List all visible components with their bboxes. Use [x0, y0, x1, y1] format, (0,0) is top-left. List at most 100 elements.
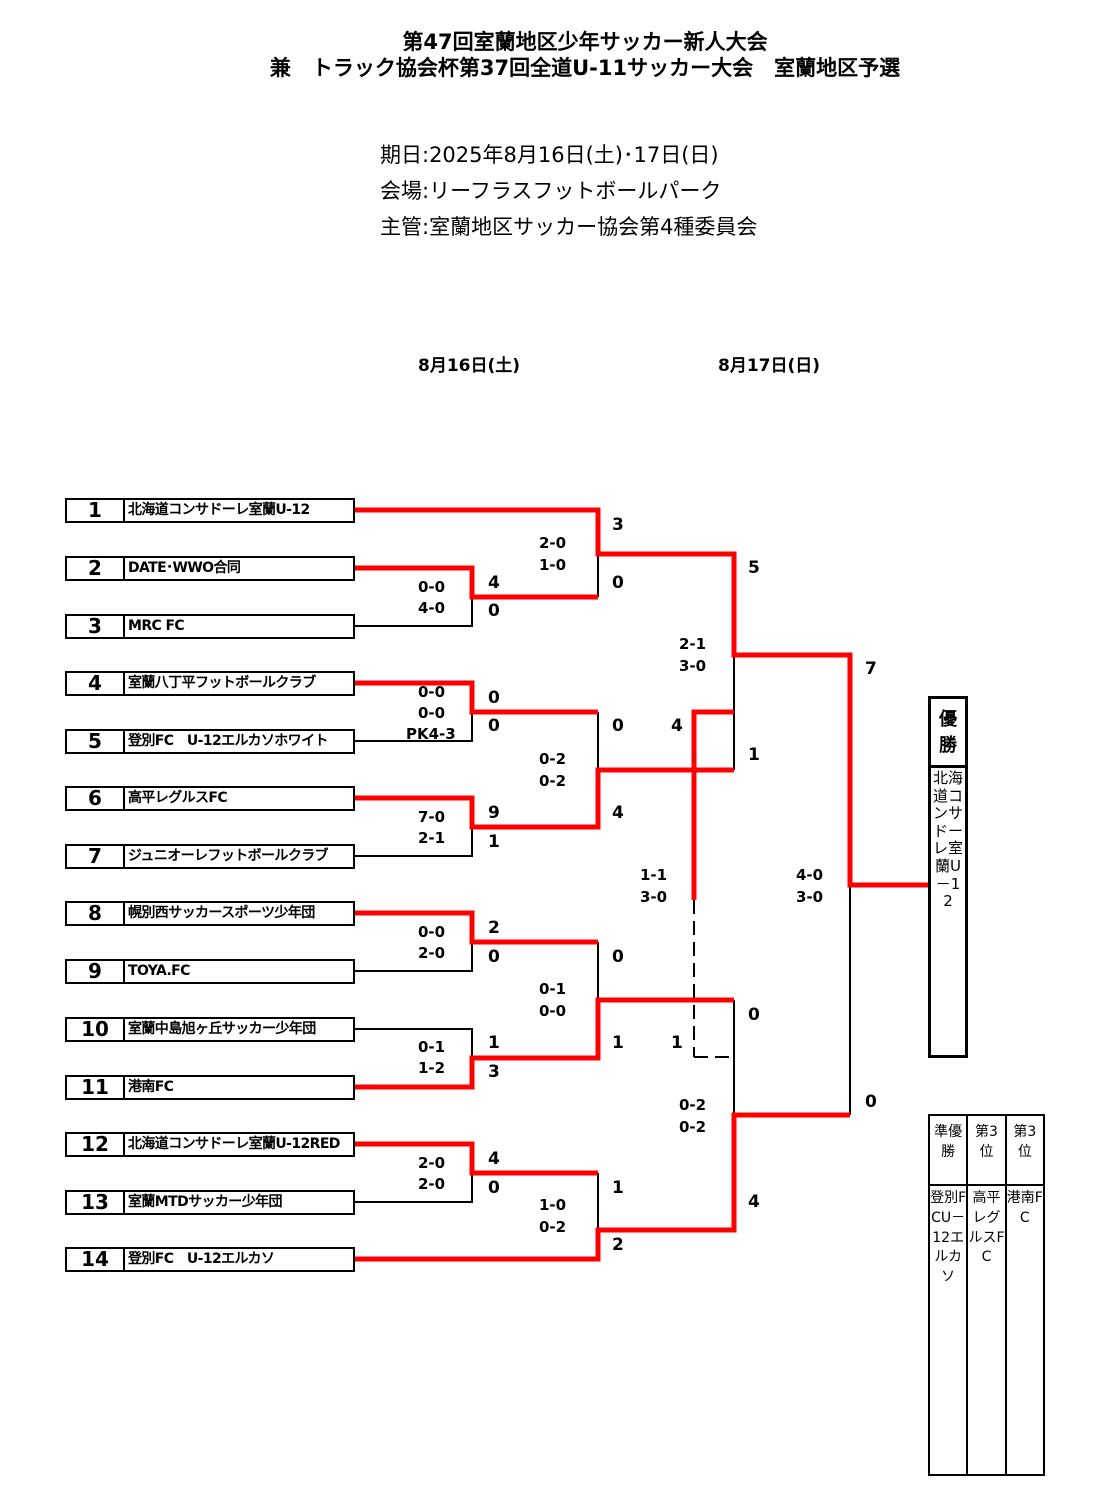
total-score: 2: [612, 1235, 624, 1255]
result-column: 第3位 高平レグルスFC: [968, 1116, 1007, 1474]
team-name: 北海道コンサドーレ室蘭U-12: [128, 502, 310, 518]
team-number: 9: [67, 961, 125, 982]
total-score: 7: [865, 659, 877, 679]
team-name: TOYA.FC: [128, 963, 190, 979]
half-score: 1-0: [539, 556, 567, 574]
total-score: 0: [488, 1178, 500, 1198]
result-team: 高平レグルスFC: [968, 1190, 1005, 1266]
half-score: 2-1: [679, 635, 707, 653]
half-score: 3-0: [679, 657, 707, 675]
results-table: 準優勝 登別FCU－12エルカソ 第3位 高平レグルスFC 第3位 港南FC: [928, 1114, 1045, 1476]
half-score: 2-0: [418, 1154, 446, 1172]
team-number: 6: [67, 788, 125, 809]
total-score: 1: [488, 832, 500, 852]
team-name: 登別FC U-12エルカソ: [128, 1251, 275, 1267]
half-score: 0-2: [539, 750, 567, 768]
total-score: 1: [671, 1033, 683, 1053]
half-score: 2-1: [418, 829, 446, 847]
total-score: 1: [612, 1178, 624, 1198]
total-score: 2: [488, 918, 500, 938]
half-score: 0-0: [418, 923, 446, 941]
result-label: 第3位: [968, 1116, 1005, 1186]
title-line-1: 第47回室蘭地区少年サッカー新人大会: [402, 30, 768, 54]
total-score: 0: [612, 573, 624, 593]
result-column: 第3位 港南FC: [1006, 1116, 1043, 1474]
total-score: 0: [612, 716, 624, 736]
total-score: 1: [612, 1033, 624, 1053]
total-score: 4: [488, 573, 500, 593]
total-score: 0: [612, 947, 624, 967]
half-score: 0-1: [539, 980, 567, 998]
result-label: 準優勝: [930, 1116, 967, 1186]
half-score: 7-0: [418, 808, 446, 826]
half-score: 0-2: [679, 1096, 707, 1114]
team-name: 港南FC: [128, 1079, 174, 1095]
champion-team: 北海道コンサドーレ室蘭U－12: [928, 766, 968, 1058]
half-score: 2-0: [539, 534, 567, 552]
half-score: 0-1: [418, 1038, 446, 1056]
team-number: 8: [67, 903, 125, 924]
total-score: 4: [748, 1192, 760, 1212]
team-name: ジュニオーレフットボールクラブ: [128, 848, 329, 864]
half-score: 1-0: [539, 1196, 567, 1214]
half-score: 2-0: [418, 1175, 446, 1193]
total-score: 1: [488, 1033, 500, 1053]
total-score: 0: [488, 716, 500, 736]
total-score: 0: [488, 688, 500, 708]
team-name: 幌別西サッカースポーツ少年団: [128, 905, 315, 921]
total-score: 3: [488, 1062, 500, 1082]
total-score: 4: [671, 716, 683, 736]
total-score: 1: [748, 745, 760, 765]
result-team: 港南FC: [1006, 1190, 1043, 1226]
team-name: 北海道コンサドーレ室蘭U-12RED: [128, 1136, 340, 1152]
team-number: 13: [67, 1192, 125, 1213]
half-score: 2-0: [418, 944, 446, 962]
venue-line: 会場:リーフラスフットボールパーク: [380, 179, 722, 203]
half-score: 0-2: [539, 1218, 567, 1236]
total-score: 3: [612, 515, 624, 535]
team-number: 14: [67, 1249, 125, 1270]
organizer-line: 主管:室蘭地区サッカー協会第4種委員会: [380, 215, 758, 239]
team-number: 11: [67, 1077, 125, 1098]
half-score: 4-0: [418, 599, 446, 617]
total-score: 0: [488, 601, 500, 621]
half-score: 1-1: [640, 866, 668, 884]
team-number: 5: [67, 731, 125, 752]
half-score: 0-0: [418, 683, 446, 701]
team-name: 高平レグルスFC: [128, 790, 228, 806]
team-number: 2: [67, 558, 125, 579]
team-number: 10: [67, 1019, 125, 1040]
team-number: 7: [67, 846, 125, 867]
team-number: 4: [67, 673, 125, 694]
day2-label: 8月17日(日): [718, 356, 821, 376]
team-number: 3: [67, 616, 125, 637]
total-score: 4: [488, 1149, 500, 1169]
total-score: 9: [488, 803, 500, 823]
title-line-2: 兼 トラック協会杯第37回全道U-11サッカー大会 室蘭地区予選: [269, 56, 901, 80]
team-name: 登別FC U-12エルカソホワイト: [128, 733, 328, 749]
result-column: 準優勝 登別FCU－12エルカソ: [930, 1116, 969, 1474]
team-name: 室蘭中島旭ヶ丘サッカー少年団: [128, 1021, 316, 1037]
total-score: 4: [612, 803, 624, 823]
half-score: 0-0: [418, 704, 446, 722]
team-name: 室蘭MTDサッカー少年団: [128, 1194, 282, 1210]
half-score: 0-2: [539, 772, 567, 790]
half-score: 0-2: [679, 1118, 707, 1136]
team-number: 12: [67, 1134, 125, 1155]
team-number: 1: [67, 500, 125, 521]
team-name: 室蘭八丁平フットボールクラブ: [128, 675, 316, 691]
half-score: 1-2: [418, 1059, 446, 1077]
